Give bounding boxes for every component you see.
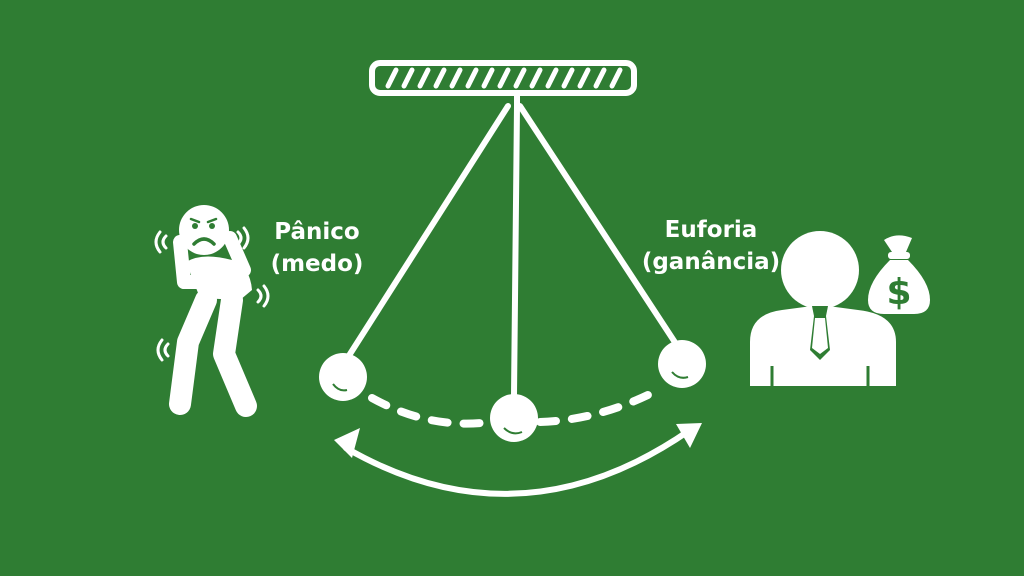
panic-label: Pânico (medo) <box>262 216 372 280</box>
euphoria-label-line2: (ganância) <box>641 249 781 275</box>
money-bag-icon: $ <box>868 235 930 314</box>
euphoria-label-line1: Euforia <box>664 217 758 243</box>
panic-label-line1: Pânico <box>274 219 360 245</box>
pendulum-bob-left <box>319 353 367 401</box>
pendulum-bob-center <box>490 394 538 442</box>
euphoria-label: Euforia (ganância) <box>636 214 786 278</box>
money-bag-symbol: $ <box>886 272 911 313</box>
swing-double-arrow <box>334 423 702 497</box>
scared-person-icon <box>154 205 270 417</box>
pendulum-mount <box>369 60 637 113</box>
swing-path-dashed <box>368 386 662 428</box>
businessman-icon <box>750 231 896 386</box>
panic-label-line2: (medo) <box>270 251 364 277</box>
pendulum-strings <box>340 103 683 398</box>
pendulum-bob-right <box>658 340 706 388</box>
